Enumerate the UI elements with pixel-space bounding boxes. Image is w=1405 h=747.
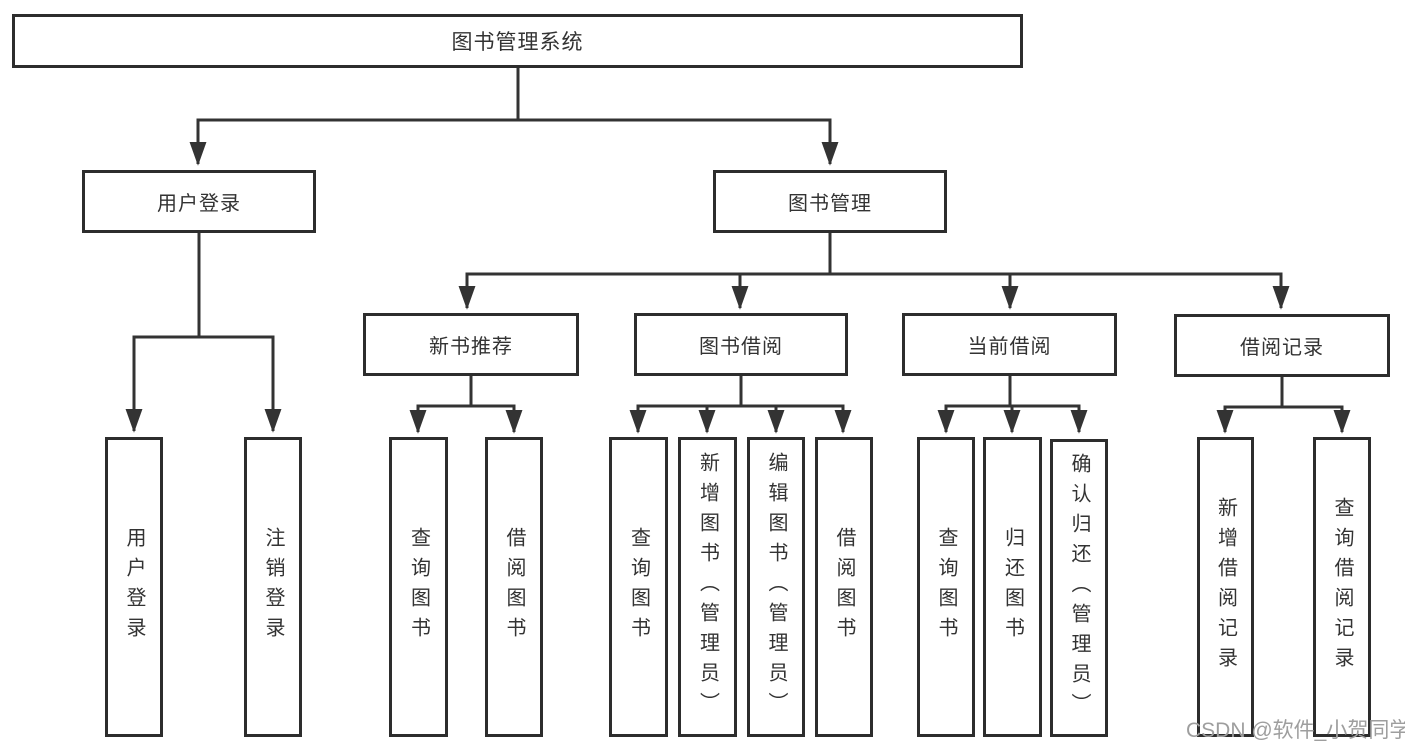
leaf-borrow-books-1: 借阅图书 [485,437,543,737]
leaf-edit-books-admin-label: 编辑图书（管理员） [765,452,787,722]
leaf-user-login: 用户登录 [105,437,163,737]
node-library-management-system-label: 图书管理系统 [451,31,584,54]
leaf-query-borrowing-record-label: 查询借阅记录 [1331,497,1353,677]
leaf-query-books-3-label: 查询图书 [935,527,957,647]
node-borrowing-records-label: 借阅记录 [1240,337,1324,359]
leaf-add-books-admin: 新增图书（管理员） [678,437,737,737]
leaf-return-books-label: 归还图书 [1001,527,1024,647]
leaf-borrow-books-2: 借阅图书 [815,437,873,737]
node-book-management: 图书管理 [713,170,947,233]
node-user-login: 用户登录 [82,170,316,233]
leaf-logout: 注销登录 [244,437,302,737]
node-book-borrowing: 图书借阅 [634,313,848,376]
node-borrowing-records: 借阅记录 [1174,314,1390,377]
leaf-borrow-books-2-label: 借阅图书 [833,527,855,647]
leaf-edit-books-admin: 编辑图书（管理员） [747,437,805,737]
leaf-user-login-label: 用户登录 [123,527,145,647]
leaf-query-books-2-label: 查询图书 [627,527,650,647]
leaf-confirm-return-admin-label: 确认归还（管理员） [1068,453,1090,723]
leaf-query-books-3: 查询图书 [917,437,975,737]
leaf-borrow-books-1-label: 借阅图书 [503,527,525,647]
node-library-management-system: 图书管理系统 [12,14,1023,68]
leaf-confirm-return-admin: 确认归还（管理员） [1050,439,1108,737]
leaf-return-books: 归还图书 [983,437,1042,737]
leaf-query-books-1: 查询图书 [389,437,448,737]
leaf-add-borrowing-record-label: 新增借阅记录 [1214,497,1237,677]
leaf-query-books-2: 查询图书 [609,437,668,737]
node-new-book-recommendation-label: 新书推荐 [429,336,513,358]
leaf-query-borrowing-record: 查询借阅记录 [1313,437,1371,737]
node-current-borrowing-label: 当前借阅 [967,336,1052,358]
leaf-add-books-admin-label: 新增图书（管理员） [696,452,719,722]
leaf-query-books-1-label: 查询图书 [407,527,430,647]
leaf-logout-label: 注销登录 [262,527,284,647]
leaf-add-borrowing-record: 新增借阅记录 [1197,437,1254,737]
node-user-login-label: 用户登录 [157,193,241,215]
node-new-book-recommendation: 新书推荐 [363,313,579,376]
csdn-watermark: CSDN @软件_小贺同学 [1186,719,1405,742]
node-book-management-label: 图书管理 [788,193,872,215]
node-book-borrowing-label: 图书借阅 [699,336,783,358]
node-current-borrowing: 当前借阅 [902,313,1117,376]
